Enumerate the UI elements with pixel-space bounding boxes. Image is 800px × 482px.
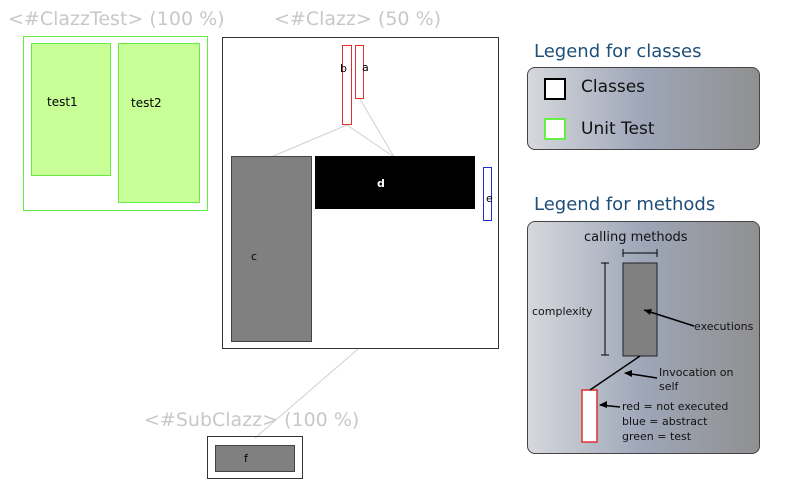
legend-classes-title: Legend for classes	[534, 41, 702, 62]
method-e-label: e	[486, 192, 493, 205]
method-test1[interactable]	[31, 43, 111, 176]
method-test1-label: test1	[47, 95, 78, 109]
subclazz-title: <#SubClazz> (100 %)	[144, 409, 360, 431]
method-b-label: b	[340, 62, 347, 75]
method-a[interactable]	[355, 45, 364, 99]
legend-invocation-line2: self	[659, 380, 679, 393]
call-line-b-d	[346, 124, 395, 158]
clazztest-group-box[interactable]	[23, 36, 208, 211]
method-b[interactable]	[342, 45, 352, 125]
method-d[interactable]	[315, 156, 475, 209]
legend-class-swatch	[544, 78, 566, 100]
legend-methods-title: Legend for methods	[534, 194, 716, 215]
legend-complexity: complexity	[532, 305, 593, 318]
legend-methods-drawing	[581, 249, 695, 443]
legend-calling-methods: calling methods	[584, 230, 688, 245]
subclazz-group-box[interactable]	[207, 436, 303, 479]
method-d-label: d	[377, 177, 385, 190]
method-c[interactable]	[231, 156, 312, 342]
legend-methods-panel: calling methods complexity executions In…	[527, 221, 760, 454]
method-a-label: a	[362, 61, 369, 74]
clazz-title: <#Clazz> (50 %)	[274, 8, 442, 30]
method-f[interactable]	[215, 445, 295, 472]
legend-color-blue: blue = abstract	[622, 415, 708, 428]
call-line-a-d	[359, 98, 395, 158]
legend-unittest-label: Unit Test	[581, 119, 655, 139]
method-f-label: f	[244, 452, 248, 465]
legend-unittest-swatch	[544, 118, 566, 140]
method-test2-label: test2	[131, 96, 162, 110]
clazz-group-box[interactable]	[222, 37, 499, 349]
method-c-label: c	[251, 250, 258, 263]
legend-color-red: red = not executed	[622, 400, 729, 413]
clazztest-title: <#ClazzTest> (100 %)	[8, 8, 225, 30]
legend-classes-panel: Classes Unit Test	[527, 67, 760, 150]
legend-color-green: green = test	[622, 430, 692, 443]
legend-invocation-line1: Invocation on	[659, 366, 734, 379]
call-line-b-c	[270, 124, 348, 158]
inherit-line-subclazz	[254, 348, 359, 439]
legend-executions: executions	[694, 320, 754, 333]
legend-classes-label: Classes	[581, 77, 646, 97]
method-e[interactable]	[483, 167, 492, 221]
method-test2[interactable]	[118, 43, 200, 203]
